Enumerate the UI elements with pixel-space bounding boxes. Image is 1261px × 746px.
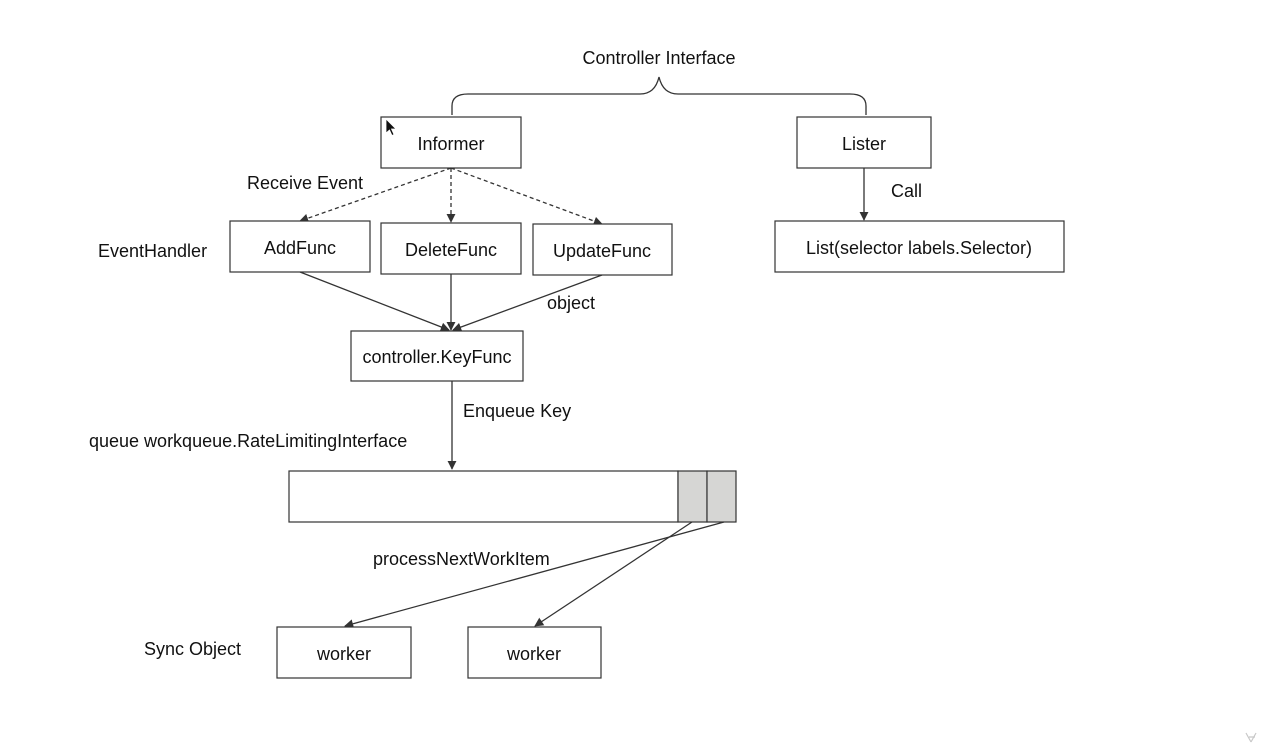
queue-label: queue workqueue.RateLimitingInterface [89, 431, 407, 451]
work-queue [288, 470, 679, 523]
sync-object-label: Sync Object [144, 639, 241, 659]
add-func-box: AddFunc [229, 220, 371, 273]
delete-func-label: DeleteFunc [405, 240, 497, 260]
update-func-label: UpdateFunc [553, 241, 651, 261]
event-handler-label: EventHandler [98, 241, 207, 261]
add-to-keyfunc-edge [299, 271, 450, 332]
interface-brace [451, 76, 867, 115]
update-to-keyfunc-edge [452, 274, 603, 332]
list-func-box: List(selector labels.Selector) [774, 220, 1065, 273]
list-func-label: List(selector labels.Selector) [806, 238, 1032, 258]
mouse-pointer-icon [385, 118, 397, 137]
informer-box: Informer [380, 116, 522, 169]
add-func-label: AddFunc [264, 238, 336, 258]
update-func-box: UpdateFunc [532, 223, 673, 276]
event-edge-update [450, 167, 603, 226]
worker-2-label: worker [506, 644, 561, 664]
informer-label: Informer [417, 134, 484, 154]
lister-label: Lister [842, 134, 886, 154]
key-func-box: controller.KeyFunc [350, 330, 524, 382]
lister-box: Lister [796, 116, 932, 169]
watermark-icon [1245, 732, 1257, 743]
delete-func-box: DeleteFunc [380, 222, 522, 275]
receive-event-label: Receive Event [247, 173, 363, 193]
call-label: Call [891, 181, 922, 201]
enqueue-key-label: Enqueue Key [463, 401, 571, 421]
worker-box-1: worker [276, 626, 412, 679]
worker-1-label: worker [316, 644, 371, 664]
key-func-label: controller.KeyFunc [362, 347, 511, 367]
object-label: object [547, 293, 595, 313]
queue-to-worker-2-edge [534, 521, 693, 627]
queue-to-worker-1-edge [344, 521, 725, 629]
process-next-label: processNextWorkItem [373, 549, 550, 569]
worker-box-2: worker [467, 626, 602, 679]
queue-slot-1 [677, 470, 708, 523]
event-edge-add [299, 167, 452, 223]
diagram-title: Controller Interface [582, 48, 735, 68]
queue-slot-2 [706, 470, 737, 523]
